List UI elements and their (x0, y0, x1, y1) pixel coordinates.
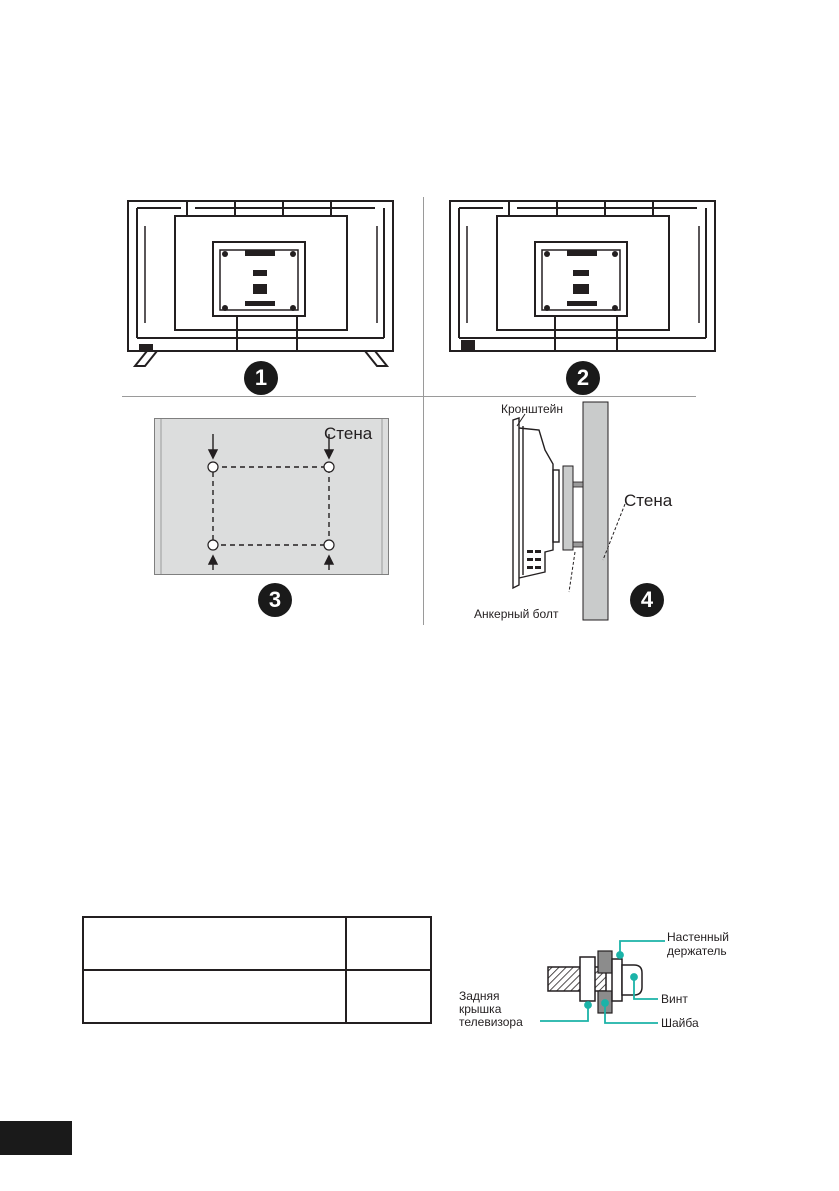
wall-label-panel3: Стена (324, 424, 373, 443)
mount-spec-table (82, 916, 432, 1024)
table-row (82, 916, 432, 971)
tv-back-with-stand (127, 200, 394, 367)
back-cover-line3: телевизора (459, 1015, 523, 1029)
wall-label-panel4: Стена (624, 491, 673, 510)
wall-holder-line2: держатель (667, 944, 727, 958)
horizontal-divider (122, 396, 696, 397)
wall-drill-template (154, 418, 389, 575)
step-badge-1: 1 (244, 361, 278, 395)
page-tab-marker (0, 1121, 72, 1155)
step-badge-3: 3 (258, 583, 292, 617)
wall-holder-label: Настенный держатель (667, 930, 729, 958)
vertical-divider (423, 197, 424, 625)
anchor-bolt-label: Анкерный болт (474, 607, 559, 621)
table-cell (345, 969, 432, 1024)
bracket-label: Кронштейн (501, 402, 563, 416)
table-row (82, 969, 432, 1024)
back-cover-line1: Задняя (459, 989, 500, 1003)
tv-side-wall-mount (512, 401, 626, 621)
table-cell (345, 916, 432, 971)
tv-back-without-stand (449, 200, 716, 352)
table-cell (82, 916, 347, 971)
washer-label: Шайба (661, 1016, 699, 1030)
back-cover-label: Задняя крышка телевизора (459, 990, 523, 1029)
screw-cross-section (540, 940, 665, 1024)
step-badge-2: 2 (566, 361, 600, 395)
step-badge-4: 4 (630, 583, 664, 617)
wall-holder-line1: Настенный (667, 930, 729, 944)
screw-label: Винт (661, 992, 688, 1006)
table-cell (82, 969, 347, 1024)
back-cover-line2: крышка (459, 1002, 502, 1016)
